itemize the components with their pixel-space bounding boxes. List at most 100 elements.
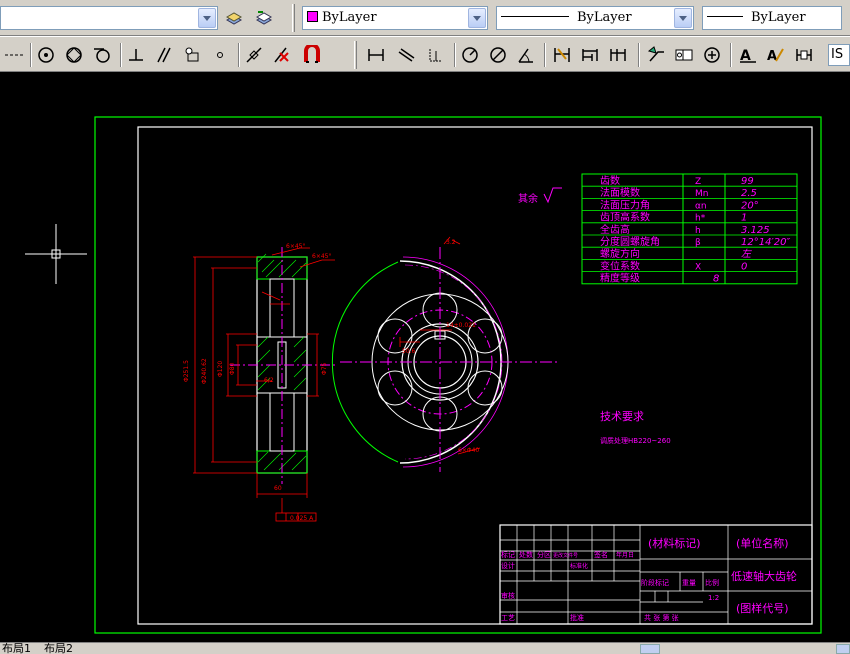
param-name: 分度圆螺旋角 bbox=[600, 235, 660, 248]
dim-angular-icon[interactable] bbox=[514, 42, 538, 68]
row-label: 签名 bbox=[594, 550, 608, 559]
gear-front-view: 14±0.021 50.6 6×Φ40 3.2 bbox=[331, 236, 560, 472]
param-value: 99 bbox=[741, 176, 754, 187]
separator bbox=[454, 43, 456, 67]
chevron-down-icon[interactable] bbox=[198, 8, 216, 28]
tech-requirements-note: 调质处理HB220~260 bbox=[600, 436, 671, 445]
object-snap-toolbar: A A IS bbox=[0, 36, 850, 72]
separator bbox=[238, 43, 240, 67]
snap-center-icon[interactable] bbox=[34, 42, 58, 68]
color-combo-value: ByLayer bbox=[322, 10, 377, 25]
dim-baseline-icon[interactable] bbox=[578, 42, 602, 68]
layer-previous-icon[interactable] bbox=[252, 5, 276, 31]
svg-text:6×Φ40: 6×Φ40 bbox=[458, 447, 479, 454]
osnap-settings-icon[interactable] bbox=[300, 42, 324, 68]
scroll-left-button[interactable] bbox=[640, 644, 660, 654]
drawing-frame bbox=[137, 126, 813, 625]
svg-text:50.6: 50.6 bbox=[402, 348, 416, 355]
svg-text:A: A bbox=[767, 49, 777, 64]
chevron-down-icon[interactable] bbox=[468, 8, 486, 28]
standardization-label: 标准化 bbox=[570, 562, 588, 570]
quick-dim-icon[interactable] bbox=[550, 42, 574, 68]
row-label: 年月日 bbox=[616, 551, 634, 559]
sheets-label: 共 张 第 张 bbox=[644, 613, 679, 622]
scroll-right-button[interactable] bbox=[836, 644, 850, 654]
svg-text:Φ240.62: Φ240.62 bbox=[201, 358, 208, 384]
drawing-svg: Φ251.5 Φ240.62 Φ120 Φ80 Φ75 60 6×45° 6×4… bbox=[25, 116, 822, 634]
linetype-combo[interactable]: ByLayer bbox=[496, 6, 694, 30]
separator bbox=[30, 43, 32, 67]
separator bbox=[120, 43, 122, 67]
param-value: 1 bbox=[741, 213, 747, 224]
snap-perpendicular-icon[interactable] bbox=[124, 42, 148, 68]
dim-edit-icon[interactable]: A bbox=[736, 42, 760, 68]
leader-icon[interactable] bbox=[644, 42, 668, 68]
dim-aligned-icon[interactable] bbox=[394, 42, 418, 68]
process-label: 工艺 bbox=[501, 614, 515, 622]
row-label: 分区 bbox=[537, 550, 551, 559]
svg-text:Φ80: Φ80 bbox=[229, 362, 236, 375]
svg-text:6×45°: 6×45° bbox=[286, 243, 305, 250]
svg-text:A: A bbox=[740, 48, 751, 64]
dim-diameter-icon[interactable] bbox=[486, 42, 510, 68]
param-name: 法面压力角 bbox=[600, 198, 650, 211]
param-name: 变位系数 bbox=[600, 259, 640, 272]
viewport-border bbox=[94, 116, 822, 634]
row-label: 处数 bbox=[519, 550, 533, 559]
param-value: 2.5 bbox=[741, 188, 757, 199]
row-label: 更改文件号 bbox=[553, 552, 578, 559]
dashed-line-icon[interactable] bbox=[2, 42, 26, 68]
dim-continue-icon[interactable] bbox=[606, 42, 630, 68]
param-symbol: αn bbox=[695, 201, 707, 211]
material-label: (材料标记) bbox=[648, 536, 701, 550]
svg-text:其余: 其余 bbox=[518, 192, 538, 205]
snap-parallel-icon[interactable] bbox=[152, 42, 176, 68]
svg-text:14±0.021: 14±0.021 bbox=[446, 322, 476, 329]
color-combo[interactable]: ByLayer bbox=[302, 6, 488, 30]
layout-tab-2[interactable]: 布局2 bbox=[44, 642, 73, 654]
snap-tangent-icon[interactable] bbox=[90, 42, 114, 68]
svg-text:Φ75: Φ75 bbox=[321, 362, 328, 375]
toolbar-grip[interactable] bbox=[292, 4, 295, 32]
toolbar-grip[interactable] bbox=[354, 41, 357, 69]
snap-nearest-icon[interactable] bbox=[242, 42, 266, 68]
dim-style-value: IS bbox=[831, 47, 844, 62]
dim-style-combo[interactable]: IS bbox=[828, 44, 850, 66]
gear-section-view: Φ251.5 Φ240.62 Φ120 Φ80 Φ75 60 6×45° 6×4… bbox=[183, 243, 335, 522]
separator bbox=[544, 43, 546, 67]
param-name: 螺旋方向 bbox=[600, 247, 640, 260]
snap-node-icon[interactable] bbox=[208, 42, 232, 68]
param-value: 12°14′20″ bbox=[741, 237, 790, 248]
design-label: 设计 bbox=[501, 561, 515, 570]
unit-name-label: (单位名称) bbox=[736, 536, 789, 550]
center-mark-icon[interactable] bbox=[700, 42, 724, 68]
tolerance-icon[interactable] bbox=[672, 42, 696, 68]
dim-radius-icon[interactable] bbox=[458, 42, 482, 68]
svg-text:Φ120: Φ120 bbox=[217, 361, 224, 377]
snap-insert-icon[interactable] bbox=[180, 42, 204, 68]
dim-text-edit-icon[interactable]: A bbox=[764, 42, 788, 68]
lineweight-combo[interactable]: ByLayer bbox=[702, 6, 842, 30]
param-name: 法面模数 bbox=[600, 186, 640, 199]
layer-combo[interactable] bbox=[0, 6, 218, 30]
dim-update-icon[interactable] bbox=[792, 42, 816, 68]
chevron-down-icon[interactable] bbox=[674, 8, 692, 28]
dim-linear-icon[interactable] bbox=[364, 42, 388, 68]
layout-tab-1[interactable]: 布局1 bbox=[2, 642, 31, 654]
snap-none-icon[interactable] bbox=[270, 42, 294, 68]
svg-text:6×45°: 6×45° bbox=[312, 253, 331, 260]
dim-ordinate-icon[interactable] bbox=[424, 42, 448, 68]
param-symbol: h* bbox=[695, 214, 706, 224]
param-symbol: X bbox=[695, 262, 701, 272]
row-label: 标记 bbox=[501, 550, 515, 559]
approve-label: 批准 bbox=[570, 613, 584, 622]
weight-label: 重量 bbox=[682, 579, 696, 587]
layer-states-icon[interactable] bbox=[222, 5, 246, 31]
param-value: 20° bbox=[741, 200, 759, 211]
snap-quadrant-icon[interactable] bbox=[62, 42, 86, 68]
drawing-canvas[interactable]: Φ251.5 Φ240.62 Φ120 Φ80 Φ75 60 6×45° 6×4… bbox=[0, 72, 850, 642]
param-name: 齿数 bbox=[600, 174, 620, 187]
drawing-code-label: (图样代号) bbox=[736, 601, 789, 615]
